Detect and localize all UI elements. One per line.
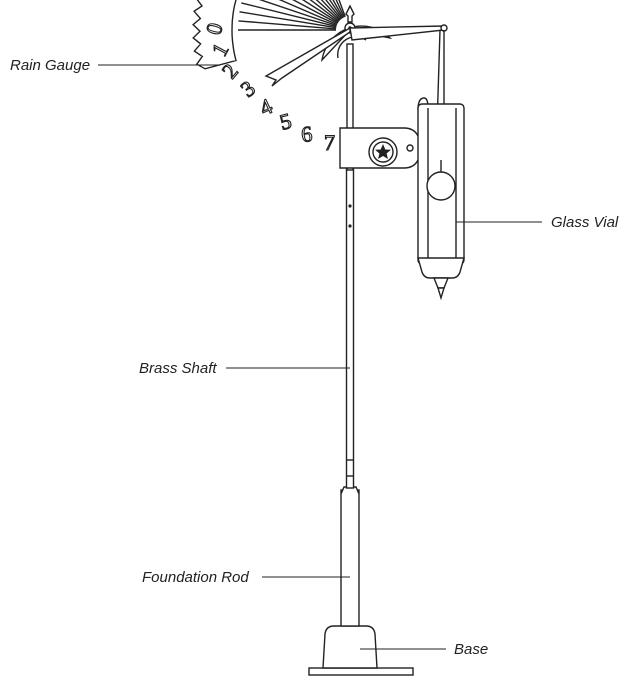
dial-ray [238, 20, 337, 30]
dial-ray [241, 2, 337, 28]
dial-ray [292, 0, 338, 25]
foundation-rod-label: Foundation Rod [142, 569, 249, 586]
glass-vial-label: Glass Vial [551, 214, 619, 231]
dial-ray [278, 0, 338, 26]
brass-shaft-label: Brass Shaft [139, 360, 217, 377]
glass-vial [417, 97, 465, 301]
dial-ray [332, 0, 344, 19]
dial-number-7: 7 [324, 130, 335, 155]
dial-ray [239, 11, 337, 29]
dial-number-6: 6 [300, 121, 314, 147]
dial-ray [338, 0, 346, 18]
rain-gauge-label: Rain Gauge [10, 57, 90, 74]
bracket [339, 127, 443, 169]
dial-ray [325, 0, 342, 20]
dial-ray [328, 0, 343, 19]
brass-shaft [345, 43, 355, 489]
dial-ray [301, 0, 339, 23]
foundation-rod [340, 486, 360, 627]
dial-ray [315, 0, 341, 22]
dial-number-5: 5 [277, 108, 294, 135]
dial-ray [335, 0, 345, 18]
dial-ray [258, 0, 337, 27]
dial-ray [309, 0, 340, 23]
base [308, 625, 414, 676]
star-icon [375, 144, 391, 159]
dial-ray [320, 0, 341, 21]
dial-number-4: 4 [256, 93, 277, 120]
base-label: Base [454, 641, 488, 658]
